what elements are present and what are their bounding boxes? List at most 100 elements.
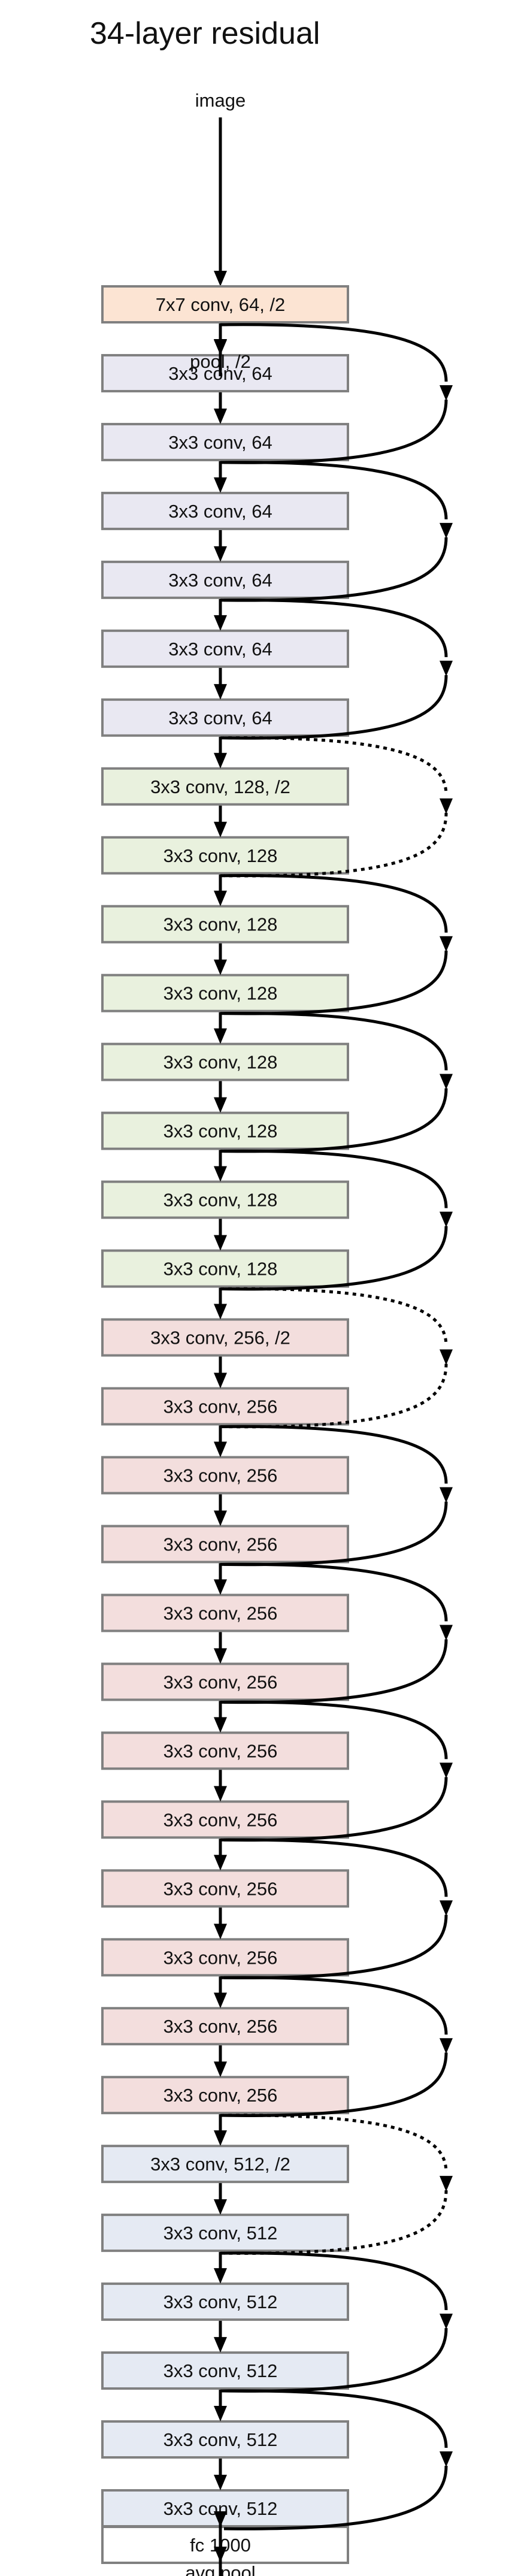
shortcut-arrowhead [440, 385, 453, 401]
conv-layer-box [101, 491, 349, 530]
flow-arrow-head [214, 2199, 227, 2215]
shortcut-arrowhead [440, 1074, 453, 1090]
conv-layer-label: 3x3 conv, 256 [163, 1671, 278, 1692]
input-label: image [195, 90, 246, 111]
flow-arrow-head [214, 959, 227, 975]
flow-arrow-head [214, 1648, 227, 1664]
flow-arrow-head [214, 2475, 227, 2490]
shortcut-arrowhead [440, 2176, 453, 2192]
conv-layer-box [101, 2489, 349, 2527]
conv-layer-box [101, 1938, 349, 1977]
avgpool-to-fc-arrow-head [214, 2511, 227, 2527]
conv-layer-label: 3x3 conv, 128 [163, 1190, 278, 1211]
conv-layer-box [101, 1249, 349, 1288]
flow-arrow-head [214, 1235, 227, 1251]
conv-layer-label: 3x3 conv, 128 [163, 1259, 278, 1280]
flow-arrow-head [214, 1786, 227, 1802]
flow-arrow-head [214, 546, 227, 562]
conv-layer-label: 7x7 conv, 64, /2 [156, 294, 286, 315]
conv-layer-label: 3x3 conv, 512 [163, 2429, 278, 2450]
conv-layer-box [101, 1387, 349, 1426]
conv-layer-box [101, 1731, 349, 1770]
flow-arrow-head [214, 2337, 227, 2353]
shortcut-arrowhead [440, 1762, 453, 1779]
diagram-title: 34-layer residual [90, 16, 320, 51]
conv-layer-label: 3x3 conv, 256 [163, 1809, 278, 1830]
conv-layer-label: 3x3 conv, 256 [163, 1878, 278, 1899]
identity-shortcut-connection [220, 2389, 448, 2530]
conv-layer-box [101, 1869, 349, 1908]
flow-arrow-head [214, 752, 227, 769]
conv-layer-label: 3x3 conv, 256 [163, 1603, 278, 1623]
flow-arrow-head [214, 477, 227, 493]
shortcut-arrowhead [440, 1211, 453, 1227]
shortcut-arrowhead [440, 2314, 453, 2330]
shortcut-arrowhead [440, 1900, 453, 1916]
conv-layer-label: 3x3 conv, 256 [163, 1740, 278, 1761]
flow-arrow-head [214, 1855, 227, 1871]
conv-layer-box [101, 1180, 349, 1219]
flow-arrow-head [214, 1924, 227, 1940]
conv-layer-label: 3x3 conv, 128, /2 [150, 776, 290, 797]
conv-layer-box [101, 2282, 349, 2321]
shortcut-arrowhead [440, 936, 453, 952]
conv-layer-box [101, 2214, 349, 2253]
flow-arrow-head [214, 1166, 227, 1182]
conv-layer-box [101, 2420, 349, 2459]
conv-layer-label: 3x3 conv, 256 [163, 1947, 278, 1968]
conv-layer-label: 3x3 conv, 256 [163, 1396, 278, 1417]
conv-layer-box [101, 767, 349, 806]
shortcut-arrowhead [440, 1487, 453, 1503]
pool-to-conv-arrow-head [214, 339, 227, 355]
flow-arrow-head [214, 408, 227, 424]
flow-arrow-head [214, 1028, 227, 1044]
conv-layer-box [101, 422, 349, 461]
conv-layer-label: 3x3 conv, 128 [163, 1052, 278, 1073]
conv-layer-label: 3x3 conv, 512 [163, 2223, 278, 2244]
conv-layer-label: 3x3 conv, 64 [168, 570, 272, 591]
conv-layer-label: 3x3 conv, 64 [168, 432, 272, 453]
shortcut-arrowhead [440, 660, 453, 676]
fc-layer-box [101, 2526, 349, 2564]
conv-layer-label: 3x3 conv, 256 [163, 2085, 278, 2106]
shortcut-arrowhead [440, 1349, 453, 1365]
conv-layer-label: 3x3 conv, 64 [168, 708, 272, 728]
flow-arrow-head [214, 890, 227, 906]
flow-arrow-head [214, 2406, 227, 2422]
flow-arrow-head [214, 2061, 227, 2078]
conv-layer-label: 3x3 conv, 128 [163, 983, 278, 1004]
conv-layer-box [101, 1456, 349, 1495]
flow-arrow-head [214, 1304, 227, 1320]
shortcut-arrowhead [440, 798, 453, 814]
conv-layer-box [101, 1662, 349, 1701]
conv-layer-box [101, 285, 349, 323]
conv-layer-label: 3x3 conv, 256 [163, 1534, 278, 1555]
flow-arrow-head [214, 684, 227, 700]
conv-layer-box [101, 2351, 349, 2390]
conv-layer-box [101, 560, 349, 599]
conv-layer-label: 3x3 conv, 256, /2 [150, 1328, 290, 1349]
shortcut-arrowhead [440, 522, 453, 539]
conv-layer-label: 3x3 conv, 64 [168, 501, 272, 522]
flow-arrow-head [214, 1097, 227, 1113]
conv-layer-label: 3x3 conv, 128 [163, 914, 278, 935]
conv-layer-label: 3x3 conv, 256 [163, 1465, 278, 1486]
conv-layer-box [101, 2145, 349, 2184]
conv-layer-label: 3x3 conv, 256 [163, 2016, 278, 2037]
flow-arrow-head [214, 1579, 227, 1595]
conv-layer-box [101, 905, 349, 944]
flow-arrow-head [214, 821, 227, 837]
conv-layer-label: 3x3 conv, 512, /2 [150, 2154, 290, 2175]
conv-layer-box [101, 1318, 349, 1357]
flow-arrow-head [214, 1372, 227, 1389]
conv-layer-label: 3x3 conv, 64 [168, 639, 272, 660]
conv-layer-label: 3x3 conv, 512 [163, 2360, 278, 2381]
shortcut-arrowhead [440, 2451, 453, 2468]
conv-layer-box [101, 1111, 349, 1150]
flow-arrow-head [214, 2130, 227, 2146]
conv-layer-box [101, 2076, 349, 2115]
conv-layer-label: 3x3 conv, 128 [163, 1121, 278, 1142]
conv-layer-box [101, 1525, 349, 1564]
